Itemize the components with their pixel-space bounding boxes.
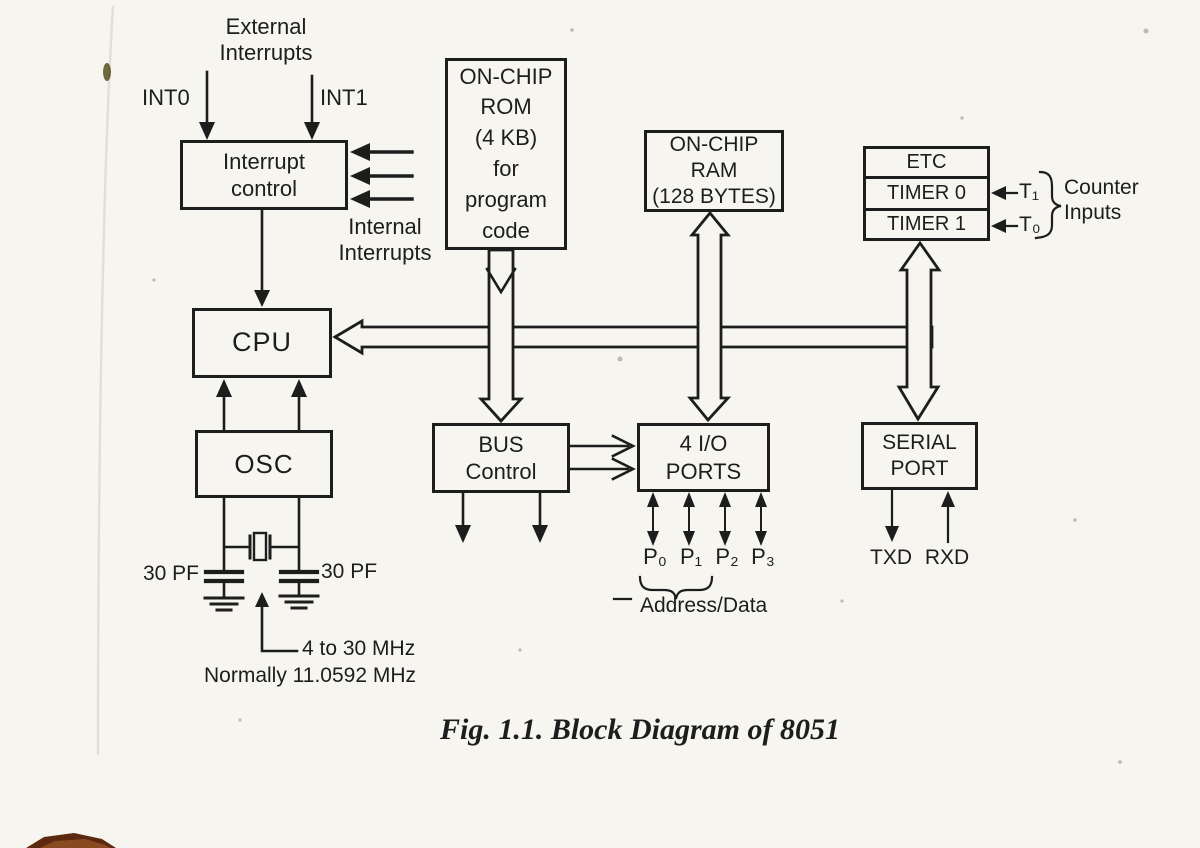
label-t1: T₁ xyxy=(1019,180,1039,203)
label-address-data: Address/Data xyxy=(640,594,768,617)
block-etc: ETC xyxy=(863,146,990,179)
label-rxd: RXD xyxy=(924,546,970,569)
address-data-brace xyxy=(612,575,714,601)
block-osc: OSC xyxy=(195,430,333,498)
block-io-ports: 4 I/O PORTS xyxy=(637,423,770,492)
label-p2: P₂ xyxy=(715,544,739,569)
block-timer1: TIMER 1 xyxy=(863,208,990,241)
block-timer-stack: ETC TIMER 0 TIMER 1 xyxy=(863,146,990,241)
label-t0: T₀ xyxy=(1019,213,1041,236)
bus-to-ports-arrows xyxy=(568,434,636,481)
block-ram: ON-CHIP RAM (128 BYTES) xyxy=(644,130,784,212)
label-int0: INT0 xyxy=(142,85,190,110)
label-p1: P₁ xyxy=(679,544,703,569)
block-rom: ON-CHIP ROM (4 KB) for program code xyxy=(445,58,567,250)
block-timer0: TIMER 0 xyxy=(863,176,990,211)
label-txd: TXD xyxy=(870,546,912,569)
label-freq-normal: Normally 11.0592 MHz xyxy=(204,664,417,687)
label-int1: INT1 xyxy=(320,85,368,110)
page-crease xyxy=(96,5,115,756)
label-p3: P₃ xyxy=(751,544,775,569)
figure-caption: Fig. 1.1. Block Diagram of 8051 xyxy=(439,713,840,746)
block-interrupt-control: Interrupt control xyxy=(180,140,348,210)
external-interrupt-arrows xyxy=(199,70,320,140)
label-external-interrupts: External Interrupts xyxy=(219,14,313,66)
label-counter-inputs: Counter Inputs xyxy=(1064,176,1139,225)
capacitor-left xyxy=(203,569,245,612)
counter-inputs-brace xyxy=(1034,170,1062,240)
crystal-pointer-arrow xyxy=(255,592,299,653)
interrupt-to-cpu-arrow xyxy=(254,208,270,307)
txd-arrow xyxy=(885,488,899,542)
label-cap-right: 30 PF xyxy=(321,560,378,583)
bus-control-output-arrows xyxy=(455,491,548,543)
rom-bus xyxy=(477,248,525,424)
label-freq-range: 4 to 30 MHz xyxy=(302,637,416,660)
main-bus-horizontal xyxy=(332,318,934,356)
capacitor-right xyxy=(278,569,320,610)
label-cap-left: 30 PF xyxy=(142,562,199,585)
block-bus-control: BUS Control xyxy=(432,423,570,493)
book-edge xyxy=(26,833,116,848)
osc-to-cpu-arrows xyxy=(216,379,307,432)
internal-interrupt-arrows xyxy=(350,143,414,208)
counter-input-arrows xyxy=(991,186,1019,233)
label-internal-interrupts: Internal Interrupts xyxy=(338,214,432,266)
timer-serial-bus xyxy=(896,240,942,422)
port-pin-arrows xyxy=(647,492,767,546)
rxd-arrow xyxy=(941,491,955,544)
osc-circuit xyxy=(203,496,320,612)
label-p0: P₀ xyxy=(643,544,667,569)
ram-io-bus xyxy=(687,210,732,423)
block-serial-port: SERIAL PORT xyxy=(861,422,978,490)
crystal-symbol xyxy=(248,531,272,562)
block-cpu: CPU xyxy=(192,308,332,378)
